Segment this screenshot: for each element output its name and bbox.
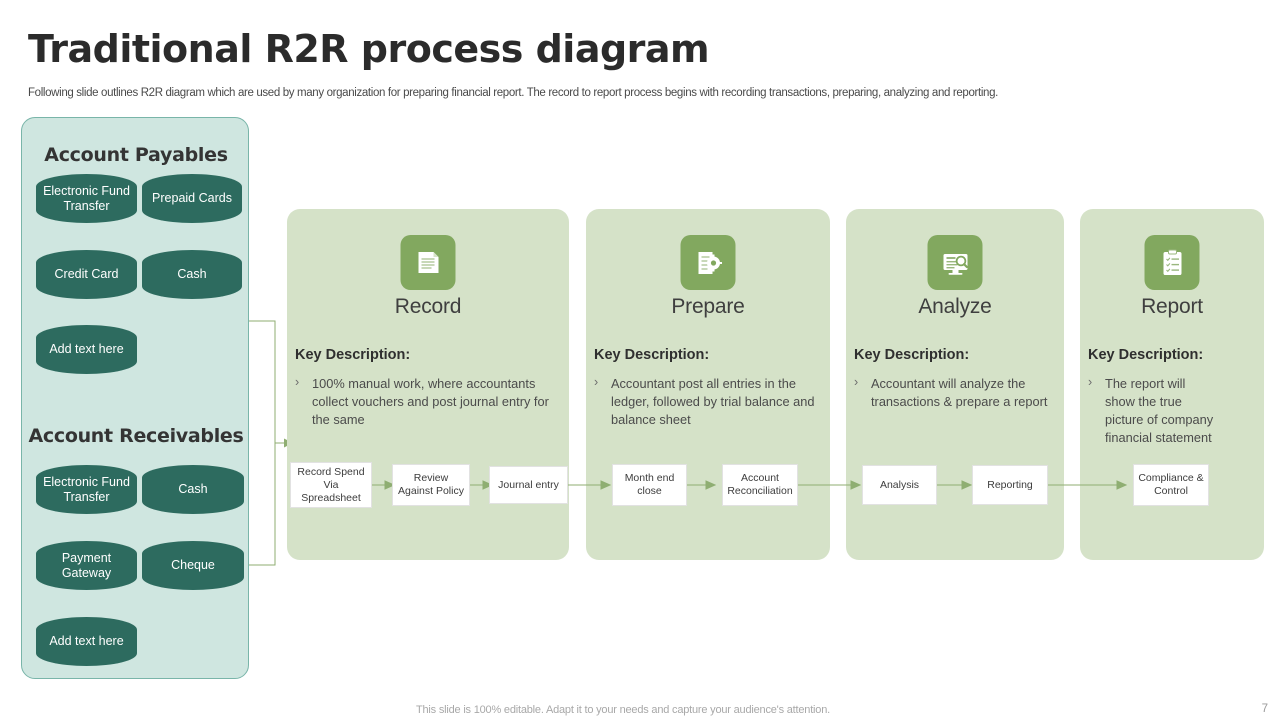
- process-column-description: 100% manual work, where accountants coll…: [312, 376, 549, 427]
- step-box-analysis[interactable]: Analysis: [862, 465, 937, 505]
- sidebar-group-title-payables: Account Payables: [44, 144, 228, 166]
- sidebar-pill-receivables-cash[interactable]: Cash: [142, 465, 244, 514]
- process-column-name: Record: [394, 295, 462, 318]
- pill-label: Add text here: [49, 342, 124, 356]
- step-box-compliance-and-control[interactable]: Compliance & Control: [1133, 464, 1209, 506]
- step-label: Reporting: [987, 478, 1033, 491]
- sidebar-pill-payables-add-text-here[interactable]: Add text here: [36, 325, 137, 374]
- pill-label: Electronic Fund Transfer: [43, 474, 130, 504]
- sidebar-group-title-receivables: Account Receivables: [28, 425, 244, 447]
- process-column-description: The report will show the true picture of…: [1105, 376, 1214, 445]
- step-label: Month end close: [624, 472, 675, 497]
- step-label: Record Spend Via Spreadsheet: [297, 465, 365, 504]
- process-column-name: Prepare: [671, 295, 745, 318]
- key-description-label: Key Description:: [594, 347, 710, 363]
- process-column-description: Accountant will analyze the transactions…: [871, 376, 1048, 409]
- step-label: Account Reconciliation: [727, 472, 793, 497]
- sidebar-pill-payables-credit-card[interactable]: Credit Card: [36, 250, 137, 299]
- sidebar-pill-receivables-add-text-here[interactable]: Add text here: [36, 617, 137, 666]
- payment-methods-sidebar: Account Payables Electronic Fund Transfe…: [21, 117, 249, 679]
- process-column-analyze: Analyze Key Description: › Accountant wi…: [846, 209, 1064, 560]
- step-box-reporting[interactable]: Reporting: [972, 465, 1048, 505]
- page-number: 7: [1261, 703, 1268, 715]
- step-box-journal-entry[interactable]: Journal entry: [489, 466, 568, 504]
- sidebar-pill-payables-prepaid-cards[interactable]: Prepaid Cards: [142, 174, 242, 223]
- document-gear-icon: [680, 235, 736, 290]
- sidebar-pill-receivables-electronic-fund-transfer[interactable]: Electronic Fund Transfer: [36, 465, 137, 514]
- pill-label: Electronic Fund Transfer: [43, 183, 130, 213]
- page-title: Traditional R2R process diagram: [28, 27, 710, 71]
- process-column-name: Analyze: [918, 295, 992, 318]
- step-label: Analysis: [879, 478, 920, 491]
- bullet-glyph: ›: [295, 375, 300, 389]
- bullet-glyph: ›: [594, 375, 599, 389]
- pill-label: Payment Gateway: [61, 550, 112, 580]
- document-pages-icon: [400, 235, 456, 290]
- process-column-report: Report Key Description: › The report wil…: [1080, 209, 1264, 560]
- bullet-glyph: ›: [1088, 375, 1093, 389]
- pill-label: Add text here: [49, 634, 124, 648]
- pill-label: Credit Card: [54, 267, 119, 281]
- process-column-prepare: Prepare Key Description: › Accountant po…: [586, 209, 830, 560]
- step-label: Compliance & Control: [1138, 472, 1204, 497]
- pill-label: Cheque: [171, 558, 215, 572]
- process-column-description: Accountant post all entries in the ledge…: [611, 376, 815, 427]
- key-description-label: Key Description:: [295, 347, 411, 363]
- monitor-search-icon: [927, 235, 983, 290]
- key-description-label: Key Description:: [854, 347, 970, 363]
- sidebar-pill-receivables-payment-gateway[interactable]: Payment Gateway: [36, 541, 137, 590]
- step-label: Journal entry: [498, 478, 559, 491]
- footer-note: This slide is 100% editable. Adapt it to…: [416, 704, 830, 716]
- pill-label: Cash: [177, 267, 207, 281]
- step-box-month-end-close[interactable]: Month end close: [612, 464, 687, 506]
- process-column-name: Report: [1141, 295, 1203, 318]
- step-box-account-reconciliation[interactable]: Account Reconciliation: [722, 464, 798, 506]
- key-description-label: Key Description:: [1088, 347, 1204, 363]
- page-subtitle: Following slide outlines R2R diagram whi…: [28, 87, 998, 99]
- pill-label: Cash: [178, 482, 208, 496]
- step-box-record-spend-via-spreadsheet[interactable]: Record Spend Via Spreadsheet: [290, 462, 372, 508]
- step-label: Review Against Policy: [398, 472, 464, 497]
- sidebar-pill-payables-electronic-fund-transfer[interactable]: Electronic Fund Transfer: [36, 174, 137, 223]
- pill-label: Prepaid Cards: [152, 191, 232, 205]
- sidebar-pill-payables-cash[interactable]: Cash: [142, 250, 242, 299]
- bullet-glyph: ›: [854, 375, 859, 389]
- clipboard-checklist-icon: [1144, 235, 1200, 290]
- step-box-review-against-policy[interactable]: Review Against Policy: [392, 464, 470, 506]
- sidebar-pill-receivables-cheque[interactable]: Cheque: [142, 541, 244, 590]
